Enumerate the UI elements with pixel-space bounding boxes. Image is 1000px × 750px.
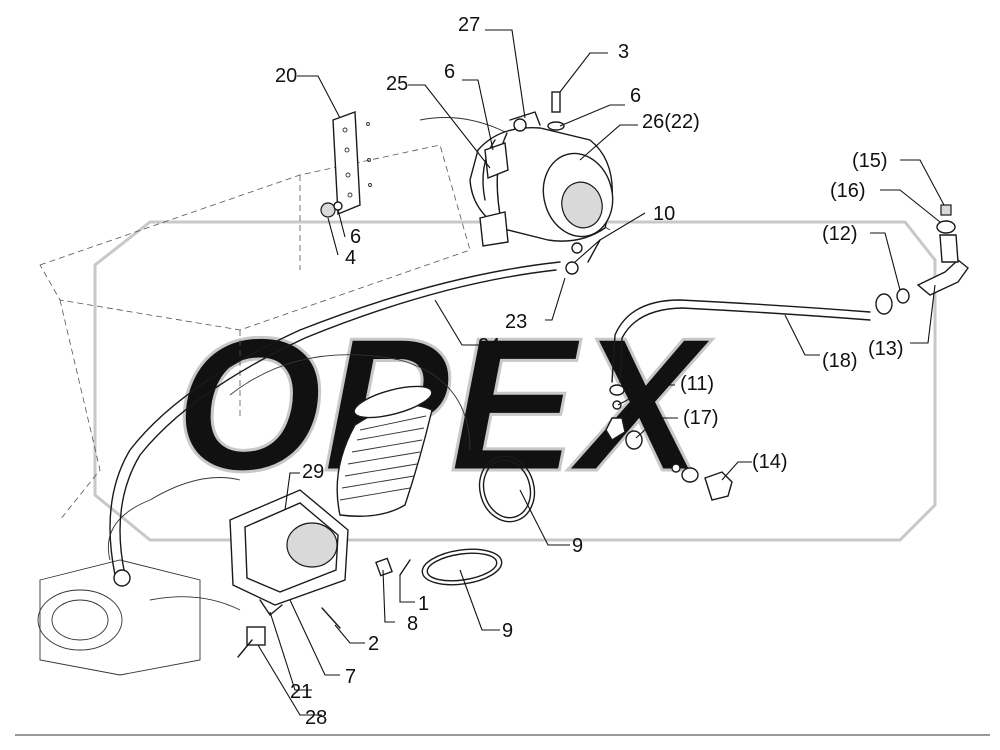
label-16: (16) bbox=[830, 180, 866, 202]
label-17: (17) bbox=[683, 407, 719, 429]
label-18: (18) bbox=[822, 350, 858, 372]
label-25: 25 bbox=[386, 73, 408, 95]
label-8: 8 bbox=[407, 613, 418, 635]
air-filter bbox=[469, 91, 614, 263]
nut-16 bbox=[936, 220, 956, 234]
leader-lines bbox=[257, 29, 945, 716]
label-6a: 6 bbox=[444, 61, 455, 83]
clamp-23 bbox=[565, 261, 579, 275]
hose-24 bbox=[109, 261, 579, 587]
opex-watermark: OPEX bbox=[93, 220, 937, 542]
watermark-text: OPEX bbox=[175, 299, 713, 511]
label-3: 3 bbox=[618, 41, 629, 63]
bracket-1 bbox=[375, 557, 393, 577]
tee-13 bbox=[916, 259, 969, 296]
label-21: 21 bbox=[290, 681, 312, 703]
label-27: 27 bbox=[458, 14, 480, 36]
washer-6 bbox=[333, 201, 343, 211]
label-12: (12) bbox=[822, 223, 858, 245]
label-2: 2 bbox=[368, 633, 379, 655]
washer-12 bbox=[896, 288, 910, 304]
clamp-9-upper bbox=[478, 455, 536, 523]
label-4: 4 bbox=[345, 247, 356, 269]
label-14: (14) bbox=[752, 451, 788, 473]
nut-4 bbox=[320, 202, 336, 218]
label-24: 24 bbox=[478, 335, 500, 357]
nut-12 bbox=[875, 293, 893, 315]
fitting-11 bbox=[612, 400, 622, 410]
label-23: 23 bbox=[505, 311, 527, 333]
label-9b: 9 bbox=[502, 620, 513, 642]
label-20: 20 bbox=[275, 65, 297, 87]
washer-6b bbox=[547, 121, 565, 131]
intake-funnel bbox=[229, 489, 411, 658]
label-9a: 9 bbox=[572, 535, 583, 557]
label-6b: 6 bbox=[630, 85, 641, 107]
elbow-14 bbox=[704, 471, 733, 501]
cap-15 bbox=[940, 204, 952, 216]
part-labels: 27 3 6 6 25 26(22) 20 6 4 10 (15) (16) (… bbox=[275, 14, 904, 729]
corrugated-hose bbox=[336, 385, 433, 517]
clamp-9-lower bbox=[421, 548, 503, 586]
clamp-bolt-27 bbox=[513, 118, 527, 132]
label-26-22: 26(22) bbox=[642, 111, 700, 133]
label-6c: 6 bbox=[350, 226, 361, 248]
label-11: (11) bbox=[680, 373, 714, 395]
nut-17 bbox=[625, 430, 643, 450]
label-13: (13) bbox=[868, 338, 904, 360]
label-10: 10 bbox=[653, 203, 675, 225]
label-7: 7 bbox=[345, 666, 356, 688]
mounting-bracket bbox=[320, 111, 372, 218]
bolt-3 bbox=[551, 91, 561, 113]
hose-18 bbox=[605, 204, 969, 501]
label-29: 29 bbox=[302, 461, 324, 483]
label-1: 1 bbox=[418, 593, 429, 615]
label-28: 28 bbox=[305, 707, 327, 729]
label-15: (15) bbox=[852, 150, 888, 172]
